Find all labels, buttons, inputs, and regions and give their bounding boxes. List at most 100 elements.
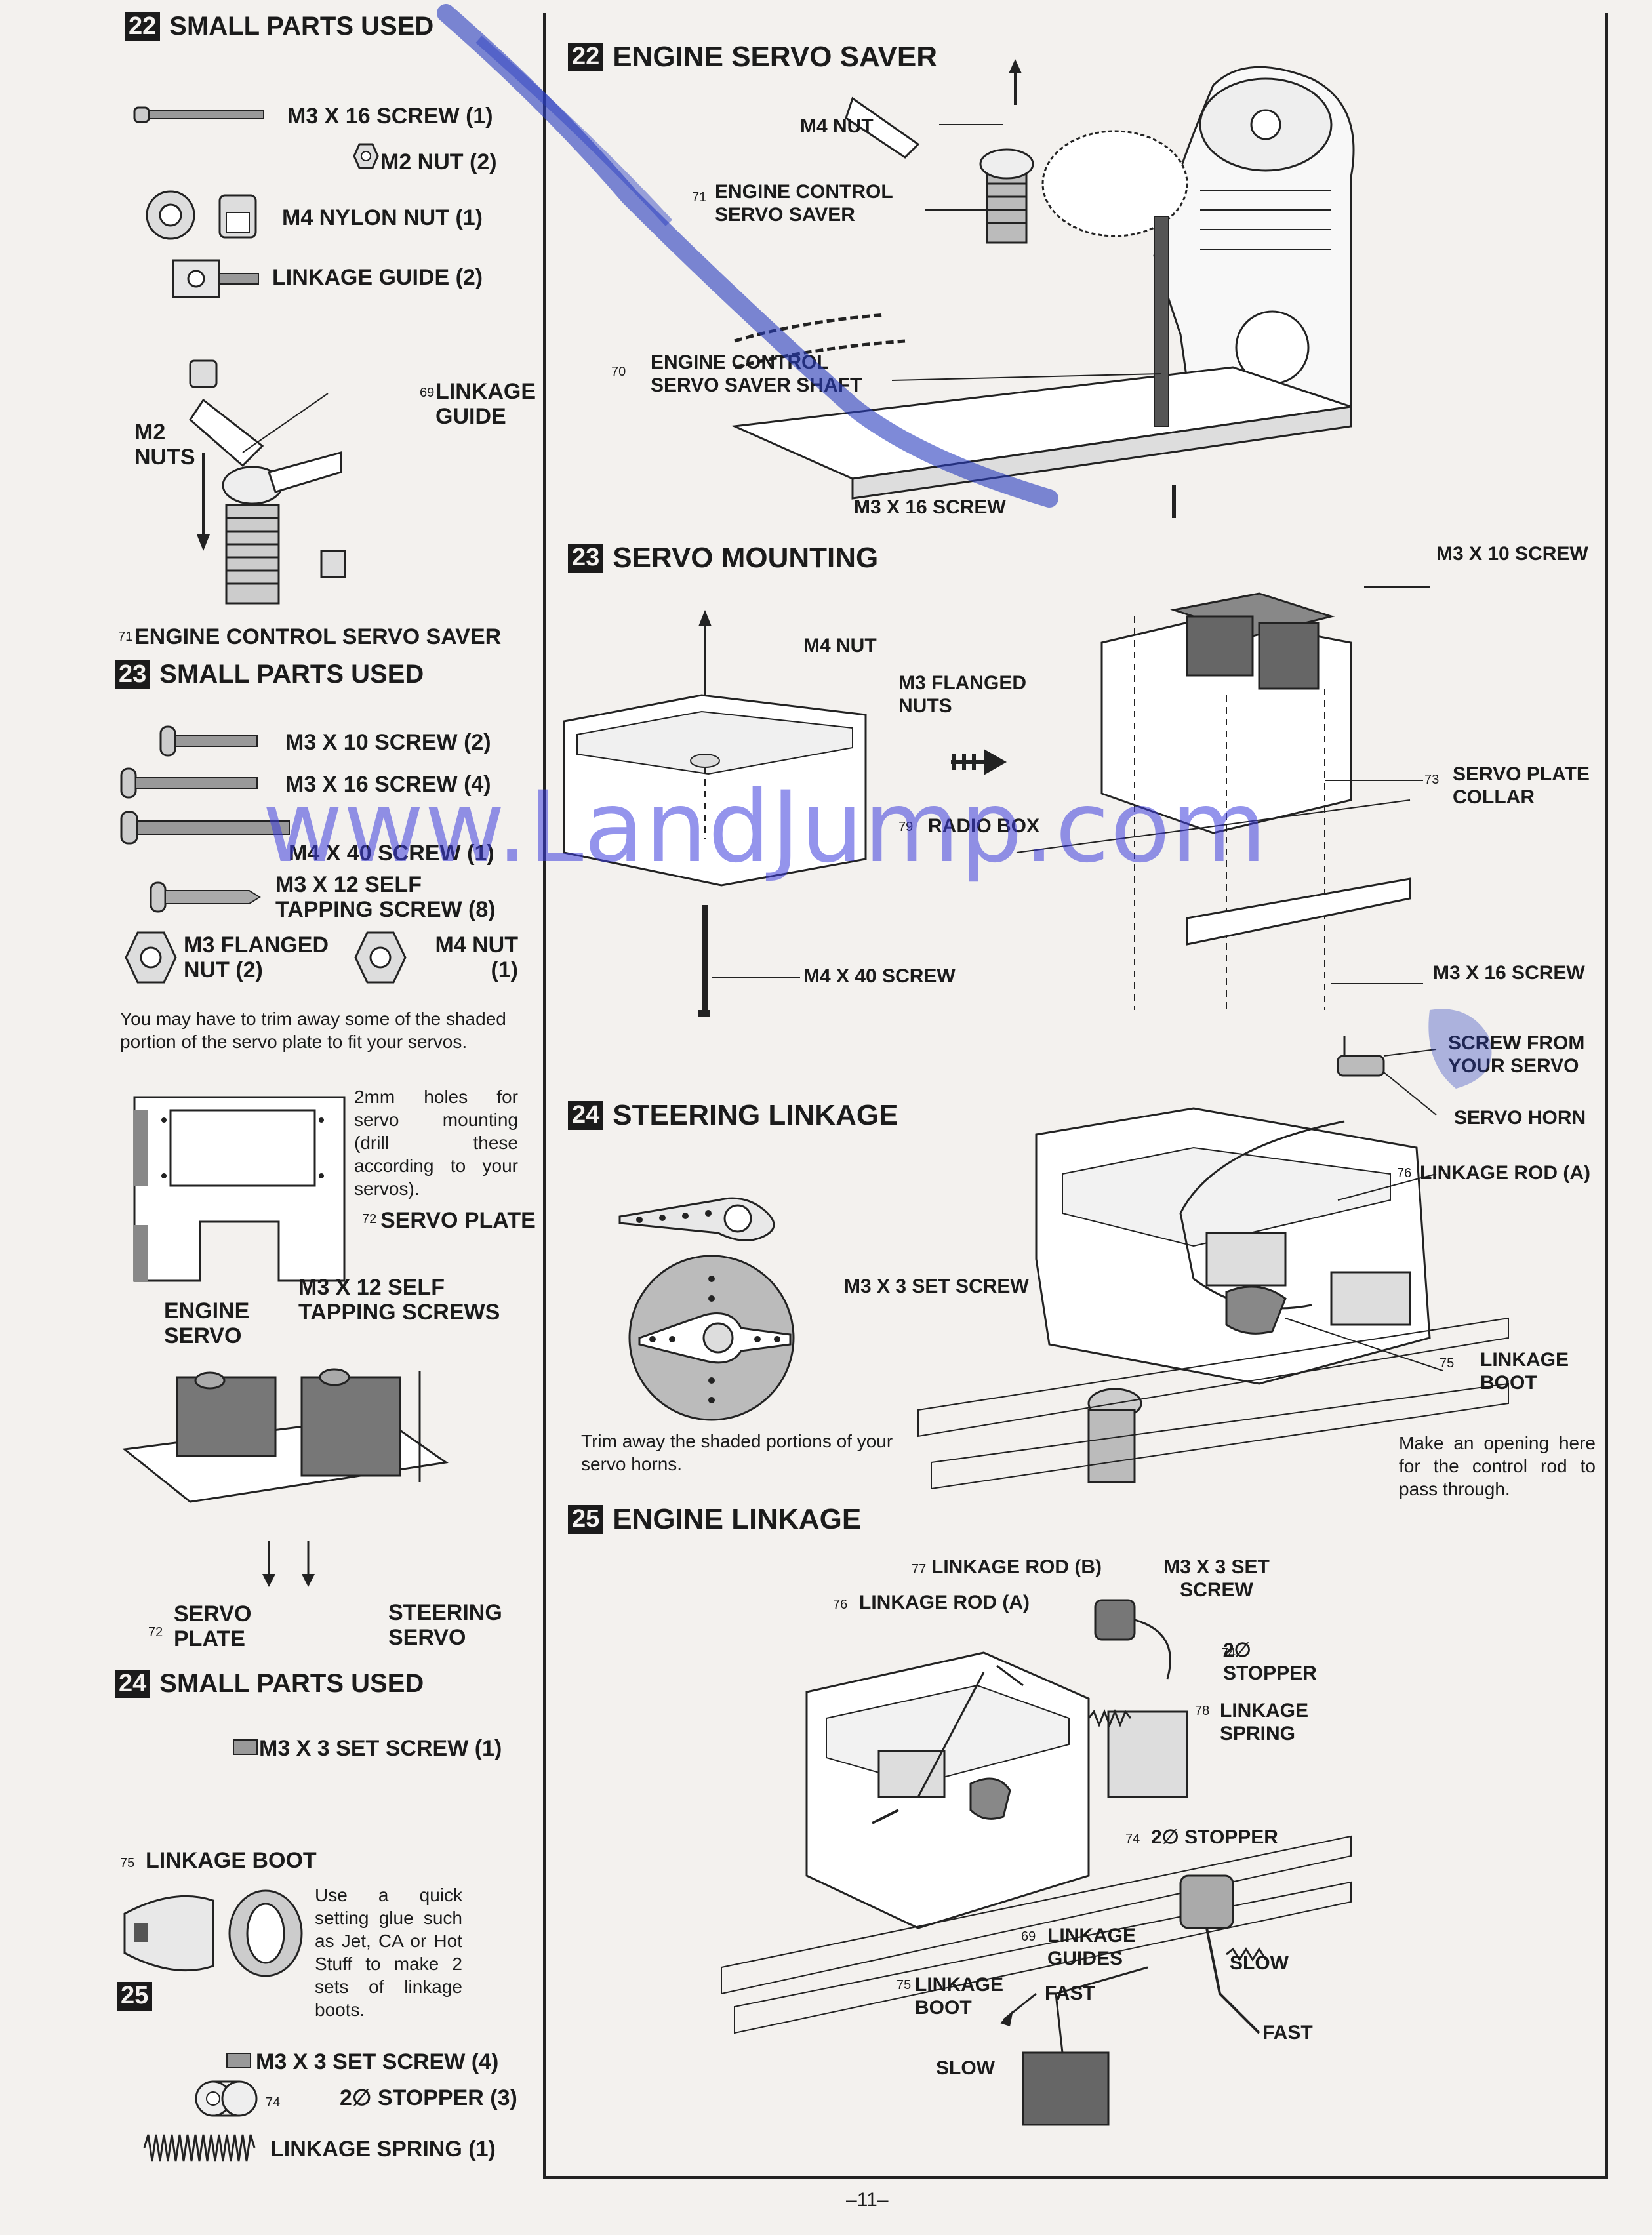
ink-scribble <box>437 4 1058 508</box>
s23-part-3: M4 X 40 SCREW (1) <box>289 841 494 866</box>
watermark: www.LandJump.com <box>262 771 1268 885</box>
radio-box-label: RADIO BOX <box>928 815 1040 837</box>
section-badge: 23 <box>568 544 604 573</box>
section-title: ENGINE SERVO SAVER <box>613 41 938 73</box>
page-right-border <box>1605 13 1608 2177</box>
s24-set-screw-label: M3 X 3 SET SCREW <box>844 1276 1029 1297</box>
s22-shaft-num: 70 <box>611 365 626 379</box>
section-title: SERVO MOUNTING <box>613 542 879 574</box>
engine-servo-label: ENGINE SERVO <box>164 1299 250 1349</box>
steering-servo-label: STEERING SERVO <box>388 1600 502 1651</box>
s22-header: 22 ENGINE SERVO SAVER <box>568 41 937 73</box>
section-title: ENGINE LINKAGE <box>613 1503 862 1535</box>
ink-smudge <box>1428 1009 1492 1089</box>
s24-part: M3 X 3 SET SCREW (1) <box>259 1736 502 1761</box>
servos-on-plate-drawing <box>122 1368 449 1587</box>
servo-mounting-drawing <box>563 586 1430 1017</box>
servo-plate-label-2: SERVO PLATE <box>174 1601 266 1651</box>
engine-servo-saver-drawing <box>731 59 1355 518</box>
saver-label: ENGINE CONTROL SERVO SAVER <box>134 624 502 649</box>
servo-horn-label: SERVO HORN <box>1454 1107 1586 1129</box>
collar-label: SERVO PLATE COLLAR <box>1453 763 1590 808</box>
column-divider <box>543 13 546 2177</box>
trim-horn-note: Trim away the shaded portions of your se… <box>581 1431 893 1474</box>
servo-horn-circle-drawing <box>628 1255 795 1421</box>
opening-note: Make an opening here for the control rod… <box>1399 1433 1596 1499</box>
s23-m3x16-label: M3 X 16 SCREW <box>1433 962 1585 984</box>
s23-small-parts-header: 23 SMALL PARTS USED <box>115 660 424 689</box>
m4-nut-drawing <box>354 931 407 984</box>
servo-plate-num: 72 <box>362 1212 377 1226</box>
boot-note: Use a quick setting glue such as Jet, CA… <box>315 1885 462 2020</box>
spring-num: 78 <box>1195 1704 1210 1718</box>
s24-boot-label: LINKAGE BOOT <box>1480 1349 1569 1394</box>
s25-small-parts-header: 25 <box>117 1982 161 2011</box>
rod-a-num: 76 <box>833 1598 848 1612</box>
s22-part-3: M4 NYLON NUT (1) <box>282 205 483 230</box>
section-badge: 25 <box>568 1505 604 1534</box>
linkage-guide-text: LINKAGE GUIDE <box>435 379 536 430</box>
screw-from-servo-label: SCREW FROM YOUR SERVO <box>1448 1032 1585 1077</box>
s22-saver-label: ENGINE CONTROL SERVO SAVER <box>715 181 893 226</box>
s25-boot-num: 75 <box>897 1978 912 1992</box>
s24-boot-num: 75 <box>1440 1356 1455 1371</box>
boot-num: 75 <box>120 1856 135 1870</box>
section-badge: 22 <box>568 43 604 71</box>
servo-plate-text: SERVO PLATE <box>174 1601 252 1652</box>
rod-b-label: LINKAGE ROD (B) <box>931 1556 1102 1578</box>
s25-part-3: LINKAGE SPRING (1) <box>270 2137 496 2162</box>
set-screw-icon-2 <box>226 2053 251 2068</box>
section-badge: 25 <box>117 1982 153 2011</box>
stopper-label: 2∅ STOPPER <box>1223 1640 1317 1684</box>
s22-m4-nut-label: M4 NUT <box>800 115 874 137</box>
engine-linkage-drawing <box>721 1599 1352 2126</box>
section-title: STEERING LINKAGE <box>613 1099 898 1131</box>
section-badge: 22 <box>125 12 161 41</box>
m2-nut-drawing <box>353 143 379 169</box>
m3x10-screw-drawing <box>159 725 258 757</box>
section-badge: 24 <box>568 1101 604 1130</box>
set-screw-icon <box>233 1739 258 1755</box>
s24-rod-label: LINKAGE ROD (A) <box>1420 1162 1590 1184</box>
s23-flanged-label: M3 FLANGED NUTS <box>898 672 1026 717</box>
servo-horn-drawing <box>618 1197 775 1241</box>
m4-nylon-nut-drawing <box>146 190 257 240</box>
s22-screw-label: M3 X 16 SCREW <box>854 496 1006 518</box>
saver-num: 71 <box>118 630 133 644</box>
fast-label-2: FAST <box>1262 2022 1313 2044</box>
s25-header: 25 ENGINE LINKAGE <box>568 1503 861 1536</box>
linkage-guide-label: LINKAGE GUIDE <box>435 379 554 429</box>
linkage-guide-drawing <box>172 259 259 298</box>
s23-part-4: M3 X 12 SELF TAPPING SCREW (8) <box>275 872 496 923</box>
s23-part-2: M3 X 16 SCREW (4) <box>285 772 491 797</box>
section-title: SMALL PARTS USED <box>159 1669 424 1698</box>
page-number: –11– <box>846 2189 889 2211</box>
boot-label: LINKAGE BOOT <box>146 1848 317 1873</box>
m2-nuts-label: M2 NUTS <box>134 420 195 470</box>
tapping-screws-label: M3 X 12 SELF TAPPING SCREWS <box>298 1275 500 1325</box>
linkage-spring-drawing <box>143 2134 256 2162</box>
servo-plate-num-2: 72 <box>148 1625 163 1640</box>
s24-header: 24 STEERING LINKAGE <box>568 1099 898 1132</box>
section-badge: 23 <box>115 660 151 689</box>
m4-nut-label: M4 NUT (1) <box>420 933 518 982</box>
spring-label: LINKAGE SPRING <box>1220 1700 1308 1744</box>
linkage-boot-drawing <box>123 1889 303 1977</box>
s25-boot-label: LINKAGE BOOT <box>915 1974 1003 2019</box>
s23-header: 23 SERVO MOUNTING <box>568 542 878 574</box>
self-tapping-screw-drawing <box>150 881 261 913</box>
page-bottom-border <box>543 2176 1608 2179</box>
servo-saver-arm-drawing <box>189 359 346 605</box>
section-title: SMALL PARTS USED <box>159 660 424 689</box>
s23-m3x10-label: M3 X 10 SCREW <box>1436 543 1588 565</box>
s23-m4-nut-label: M4 NUT <box>803 635 877 656</box>
m3-flanged-nut-drawing <box>125 931 177 984</box>
slow-label-2: SLOW <box>1230 1952 1289 1974</box>
s25-set-screw-label: M3 X 3 SET SCREW <box>1163 1556 1270 1601</box>
s23-part-1: M3 X 10 SCREW (2) <box>285 730 491 755</box>
s22-small-parts-header: 22 SMALL PARTS USED <box>125 12 433 41</box>
trim-note: You may have to trim away some of the sh… <box>120 1009 506 1052</box>
m3x16-screw-drawing-2 <box>120 767 258 799</box>
collar-num: 73 <box>1424 773 1440 787</box>
servo-plate-label: SERVO PLATE <box>380 1208 536 1233</box>
